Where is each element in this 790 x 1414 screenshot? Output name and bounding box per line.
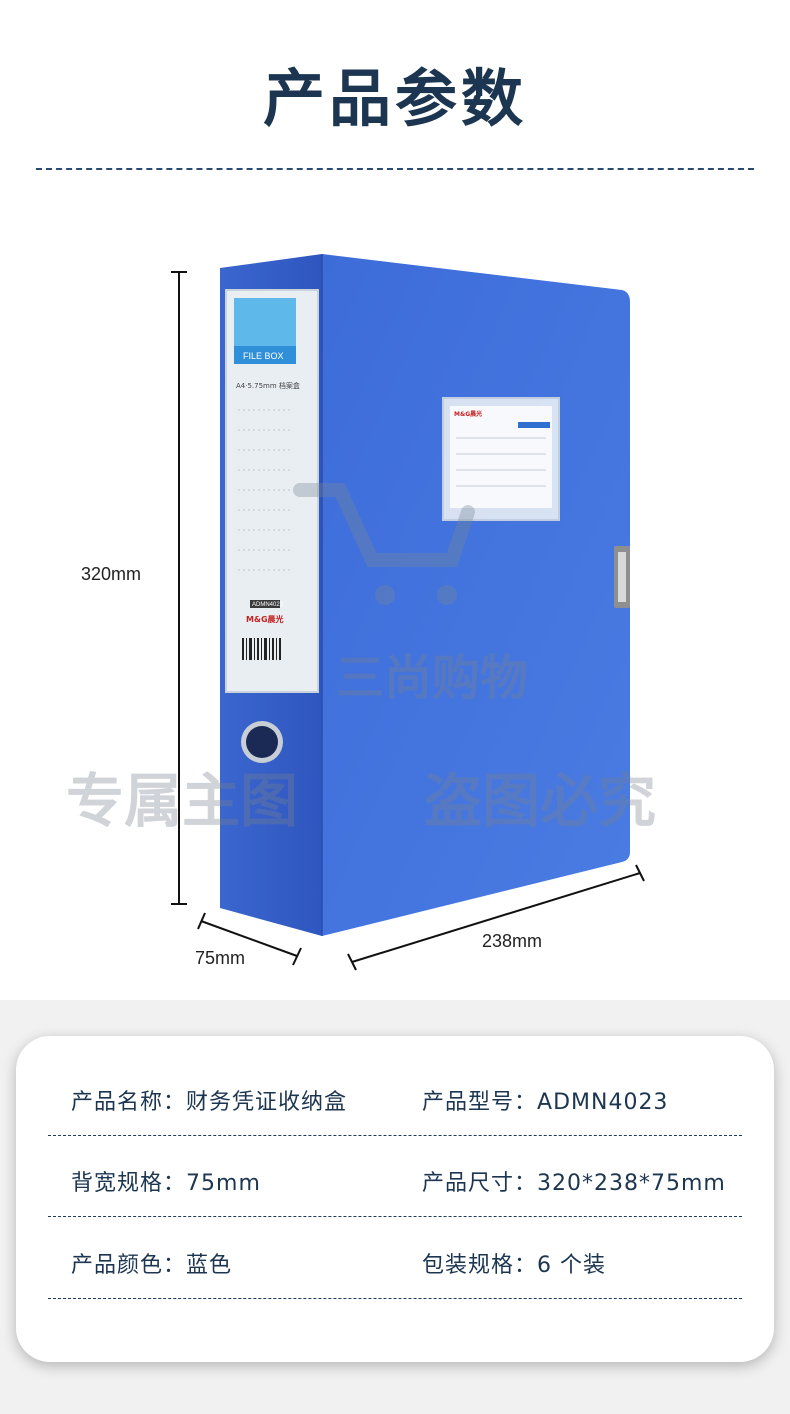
depth-dimension-line [197, 912, 302, 966]
spec-value: 75mm [186, 1171, 261, 1196]
svg-text:A4·5.75mm 档案盒: A4·5.75mm 档案盒 [236, 381, 300, 390]
spec-item: 产品型号：ADMN4023 [422, 1084, 668, 1116]
height-dimension-line [171, 271, 187, 905]
svg-text:M&G晨光: M&G晨光 [246, 614, 284, 624]
width-label: 238mm [482, 931, 543, 951]
spec-value: 蓝色 [186, 1253, 233, 1278]
spec-label: 产品型号： [422, 1090, 538, 1115]
box-clasp [614, 546, 630, 608]
spine-ring [241, 721, 283, 763]
spec-label: 产品尺寸： [422, 1171, 538, 1196]
cart-watermark-icon [293, 483, 475, 605]
specs-card: 产品名称：财务凭证收纳盒 产品型号：ADMN4023 背宽规格：75mm 产品尺… [16, 1036, 774, 1362]
spec-item: 产品尺寸：320*238*75mm [422, 1165, 726, 1197]
spec-item: 产品名称：财务凭证收纳盒 [71, 1084, 347, 1116]
title-divider [36, 168, 754, 170]
spec-item: 背宽规格：75mm [71, 1165, 261, 1197]
spec-label: 包装规格： [422, 1253, 538, 1278]
spec-row: 产品名称：财务凭证收纳盒 产品型号：ADMN4023 [48, 1056, 742, 1136]
cover-label: M&G晨光 [442, 397, 560, 521]
spec-item: 包装规格：6 个装 [422, 1247, 606, 1279]
spec-value: ADMN4023 [537, 1090, 669, 1115]
height-label: 320mm [81, 564, 142, 584]
depth-label: 75mm [195, 948, 246, 968]
spec-item: 产品颜色：蓝色 [71, 1247, 232, 1279]
exclusive-watermark: 专属主图 [66, 767, 299, 835]
svg-text:FILE BOX: FILE BOX [243, 351, 284, 361]
svg-text:M&G晨光: M&G晨光 [454, 410, 482, 418]
spec-value: 财务凭证收纳盒 [186, 1090, 348, 1115]
page-title: 产品参数 [262, 62, 527, 135]
spec-label: 产品名称： [71, 1090, 187, 1115]
shop-watermark: 三尚购物 [336, 650, 529, 706]
spine-label: FILE BOX A4·5.75mm 档案盒 ADMN4023 M&G晨光 [225, 289, 319, 693]
spec-label: 产品颜色： [71, 1253, 187, 1278]
width-dimension-line [347, 864, 645, 971]
spec-row: 产品颜色：蓝色 包装规格：6 个装 [48, 1219, 742, 1299]
spec-value: 320*238*75mm [537, 1171, 726, 1196]
spec-value: 6 个装 [537, 1253, 607, 1278]
svg-text:ADMN4023: ADMN4023 [252, 602, 284, 608]
anti-theft-watermark: 盗图必究 [424, 767, 657, 835]
spec-row: 背宽规格：75mm 产品尺寸：320*238*75mm [48, 1137, 742, 1217]
spec-label: 背宽规格： [71, 1171, 187, 1196]
product-illustration: FILE BOX A4·5.75mm 档案盒 ADMN4023 M&G晨光 [171, 254, 645, 971]
